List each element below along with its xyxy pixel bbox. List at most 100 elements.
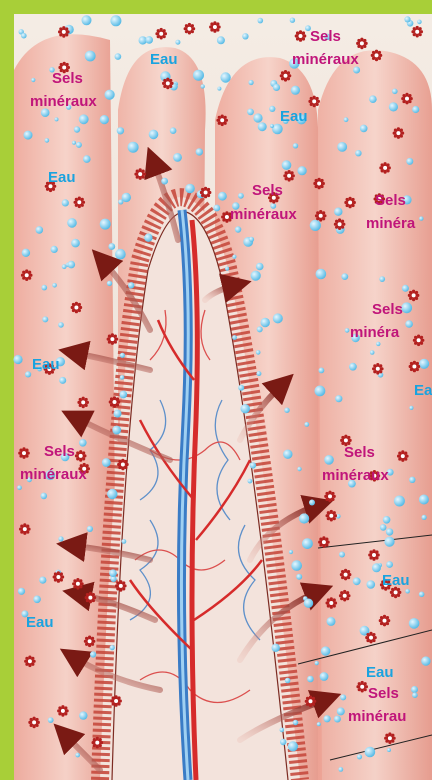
water-droplet-icon xyxy=(409,406,413,410)
water-droplet-icon xyxy=(115,249,126,260)
mineral-salt-icon xyxy=(397,450,409,462)
water-droplet-icon xyxy=(341,273,348,280)
water-droplet-icon xyxy=(225,267,229,271)
water-droplet-icon xyxy=(102,458,111,467)
water-droplet-icon xyxy=(33,596,41,604)
water-droplet-icon xyxy=(386,528,393,535)
water-droplet-icon xyxy=(128,282,134,288)
water-droplet-icon xyxy=(258,122,267,131)
mineral-salt-icon xyxy=(413,335,425,347)
water-droplet-icon xyxy=(284,408,289,413)
mineral-salt-icon xyxy=(216,115,228,127)
water-droplet-icon xyxy=(58,536,63,541)
label-mineraux-2: minéraux xyxy=(30,93,97,111)
water-droplet-icon xyxy=(340,694,346,700)
label-sels-7: Sels xyxy=(344,444,375,462)
water-droplet-icon xyxy=(419,216,423,220)
water-droplet-icon xyxy=(144,234,152,242)
water-droplet-icon xyxy=(238,193,244,199)
mineral-salt-icon xyxy=(371,50,383,62)
water-droplet-icon xyxy=(42,285,48,291)
water-droplet-icon xyxy=(417,20,422,25)
water-droplet-icon xyxy=(357,754,362,759)
water-droplet-icon xyxy=(107,489,117,499)
mineral-salt-icon xyxy=(72,578,84,590)
water-droplet-icon xyxy=(90,651,96,657)
water-droplet-icon xyxy=(304,422,309,427)
water-droplet-icon xyxy=(321,646,330,655)
water-droplet-icon xyxy=(412,692,418,698)
water-droplet-icon xyxy=(256,263,264,271)
label-mineraux-3: minéraux xyxy=(230,206,297,224)
water-droplet-icon xyxy=(406,158,413,165)
water-droplet-icon xyxy=(379,276,385,282)
label-sels-1: Sels xyxy=(310,28,341,46)
water-droplet-icon xyxy=(401,302,412,313)
label-eau-4: Eau xyxy=(32,356,60,374)
mineral-salt-icon xyxy=(305,696,317,708)
water-droplet-icon xyxy=(31,78,35,82)
mineral-salt-icon xyxy=(74,197,86,209)
water-droplet-icon xyxy=(334,716,341,723)
water-droplet-icon xyxy=(285,678,291,684)
water-droplet-icon xyxy=(360,125,368,133)
water-droplet-icon xyxy=(235,226,241,232)
water-droplet-icon xyxy=(299,513,309,523)
water-droplet-icon xyxy=(110,645,115,650)
water-droplet-icon xyxy=(389,102,398,111)
water-droplet-icon xyxy=(355,150,361,156)
water-droplet-icon xyxy=(248,479,253,484)
water-droplet-icon xyxy=(369,95,377,103)
water-droplet-icon xyxy=(109,569,117,577)
label-sels-5: Sels xyxy=(372,301,403,319)
water-droplet-icon xyxy=(173,153,182,162)
water-droplet-icon xyxy=(334,208,342,216)
villus-left-background xyxy=(14,34,118,780)
water-droplet-icon xyxy=(394,496,405,507)
mineral-salt-icon xyxy=(393,127,405,139)
mineral-salt-icon xyxy=(57,705,69,717)
mineral-salt-icon xyxy=(372,363,384,375)
water-droplet-icon xyxy=(324,455,334,465)
mineral-salt-icon xyxy=(77,397,89,409)
mineral-salt-icon xyxy=(384,732,396,744)
water-droplet-icon xyxy=(257,326,263,332)
label-eau-2: Eau xyxy=(280,108,308,126)
water-droplet-icon xyxy=(58,322,64,328)
water-droplet-icon xyxy=(62,199,69,206)
water-droplet-icon xyxy=(62,264,67,269)
water-droplet-icon xyxy=(13,355,22,364)
water-droplet-icon xyxy=(409,477,415,483)
label-sels-6: Sels xyxy=(44,443,75,461)
water-droplet-icon xyxy=(419,359,429,369)
water-droplet-icon xyxy=(249,80,254,85)
mineral-salt-icon xyxy=(134,168,146,180)
mineral-salt-icon xyxy=(326,510,338,522)
water-droplet-icon xyxy=(72,141,76,145)
mineral-salt-icon xyxy=(21,269,33,281)
mineral-salt-icon xyxy=(326,597,338,609)
water-droplet-icon xyxy=(293,720,298,725)
water-droplet-icon xyxy=(291,86,300,95)
water-droplet-icon xyxy=(36,226,44,234)
water-droplet-icon xyxy=(119,391,127,399)
water-droplet-icon xyxy=(79,114,89,124)
water-droplet-icon xyxy=(68,261,76,269)
water-droplet-icon xyxy=(353,577,361,585)
water-droplet-icon xyxy=(404,16,410,22)
water-droplet-icon xyxy=(324,715,331,722)
mineral-salt-icon xyxy=(379,162,391,174)
water-droplet-icon xyxy=(402,285,409,292)
water-droplet-icon xyxy=(280,728,285,733)
water-droplet-icon xyxy=(241,404,250,413)
mineral-salt-icon xyxy=(155,28,167,40)
water-droplet-icon xyxy=(384,537,394,547)
water-droplet-icon xyxy=(217,87,221,91)
mineral-salt-icon xyxy=(339,590,351,602)
water-droplet-icon xyxy=(82,15,92,25)
water-droplet-icon xyxy=(309,500,315,506)
water-droplet-icon xyxy=(79,439,87,447)
water-droplet-icon xyxy=(39,577,46,584)
mineral-salt-icon xyxy=(315,210,327,222)
